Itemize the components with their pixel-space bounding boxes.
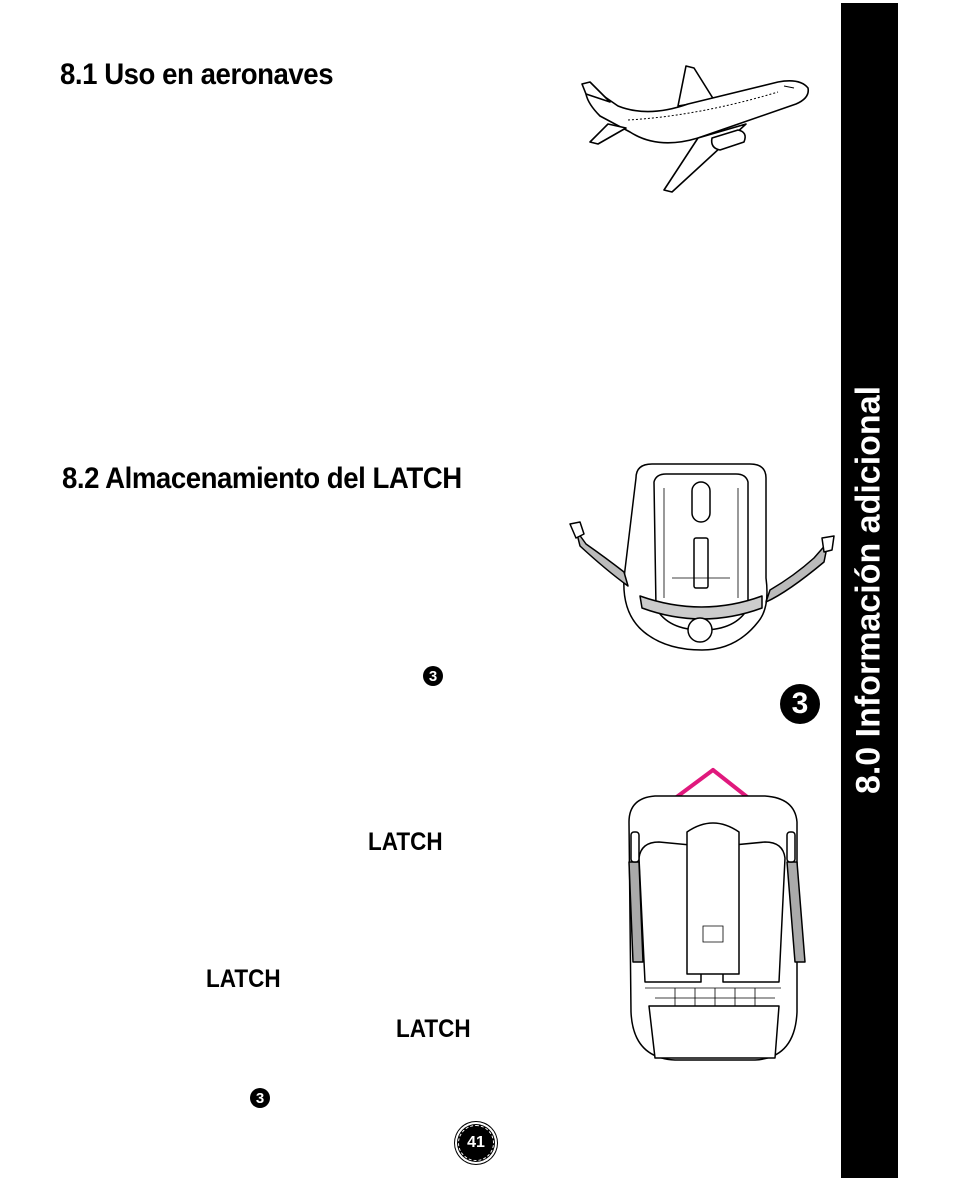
- latch-label: LATCH: [396, 1015, 471, 1043]
- car-seat-latch-illustration: [628, 768, 806, 1061]
- airplane-illustration: [581, 65, 810, 193]
- section-side-tab: [841, 3, 898, 1178]
- figure-3-number-icon: 3: [780, 684, 820, 724]
- page-number-badge: 41: [455, 1122, 497, 1164]
- figure-ref-3-icon: 3: [423, 666, 443, 686]
- latch-label: LATCH: [368, 828, 443, 856]
- figure-ref-3-icon: 3: [250, 1088, 270, 1108]
- section-heading-latch-storage: 8.2 Almacenamiento del LATCH: [62, 462, 462, 495]
- side-tab-title-text: 8.0 Información adicional: [849, 385, 888, 795]
- car-seat-illustration: [569, 463, 835, 651]
- latch-label: LATCH: [206, 965, 281, 993]
- section-heading-aircraft: 8.1 Uso en aeronaves: [60, 58, 334, 91]
